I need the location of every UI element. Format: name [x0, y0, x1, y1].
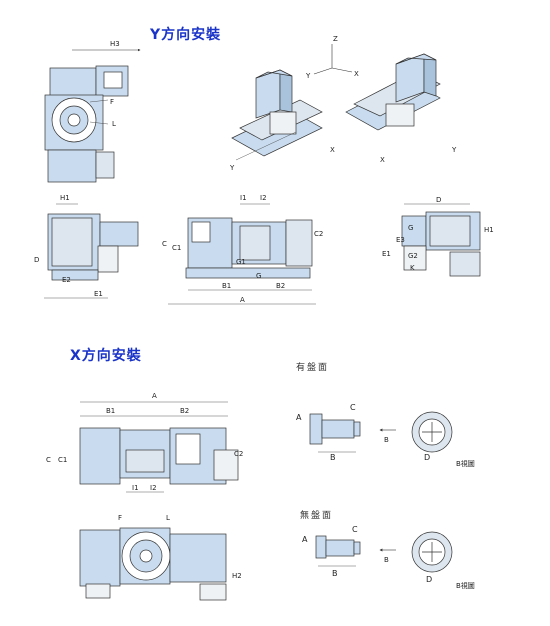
label-g-2: G — [408, 224, 413, 232]
label-f-1: F — [110, 98, 114, 106]
label-e3: E3 — [396, 236, 405, 244]
label-d-3: D — [424, 453, 430, 462]
label-d-1: D — [34, 256, 39, 264]
label-f-2: F — [118, 514, 122, 522]
label-g2: G2 — [408, 252, 418, 260]
without-faceplate-shaft — [315, 535, 361, 559]
label-a-1: A — [240, 296, 245, 304]
axis-z: Z — [333, 35, 338, 43]
label-b1-1: B1 — [222, 282, 231, 290]
without-faceplate-caption: 無盤面 — [300, 511, 334, 521]
x-lower-view — [79, 527, 227, 601]
label-c2-2: C2 — [234, 450, 243, 458]
label-a-4: A — [302, 535, 308, 544]
label-d-4: D — [426, 575, 432, 584]
arrow-label-b-1: B — [384, 436, 389, 444]
label-b-2: B — [332, 569, 338, 578]
label-l-1: L — [112, 120, 116, 128]
label-c1-2: C1 — [58, 456, 67, 464]
label-e1-2: E1 — [382, 250, 391, 258]
label-a-2: A — [152, 392, 157, 400]
axis-x-right: X — [380, 156, 385, 164]
label-k-1: K — [410, 264, 415, 272]
axis-x-triad: X — [354, 70, 359, 78]
label-b-1: B — [330, 453, 336, 462]
label-h2: H2 — [232, 572, 242, 580]
label-i1-1: I1 — [240, 194, 247, 202]
with-faceplate-shaft — [309, 413, 361, 445]
label-c-3: C — [350, 403, 356, 412]
x-mount-title: X方向安裝 — [70, 348, 142, 364]
label-g1-1: G1 — [236, 258, 246, 266]
y-side-view — [47, 213, 139, 281]
x-front-view — [79, 427, 239, 485]
axis-y-left: Y — [229, 164, 235, 172]
label-g-1: G — [256, 272, 261, 280]
y-front-dimension-view — [185, 217, 313, 279]
with-faceplate-caption: 有盤面 — [296, 363, 330, 373]
isometric-left-machine — [231, 69, 323, 157]
label-h1-2: H1 — [484, 226, 494, 234]
label-b1-2: B1 — [106, 407, 115, 415]
axis-triad — [313, 44, 353, 75]
y-mount-title: Y方向安裝 — [150, 27, 222, 43]
y-right-side-view — [401, 211, 481, 277]
label-c1-1: C1 — [172, 244, 181, 252]
label-b2-1: B2 — [276, 282, 285, 290]
b-view-2 — [411, 531, 453, 573]
label-b2-2: B2 — [180, 407, 189, 415]
axis-y-right: Y — [451, 146, 457, 154]
y-front-view — [44, 65, 129, 183]
label-e1-1: E1 — [94, 290, 103, 298]
label-h3: H3 — [110, 40, 120, 48]
label-c-4: C — [352, 525, 358, 534]
label-c-2: C — [46, 456, 51, 464]
arrow-label-b-2: B — [384, 556, 389, 564]
label-i1-2: I1 — [132, 484, 139, 492]
label-l-2: L — [166, 514, 170, 522]
isometric-right-machine — [345, 53, 441, 131]
label-c-1: C — [162, 240, 167, 248]
b-view-caption-1: B視圖 — [456, 459, 475, 468]
label-d-2: D — [436, 196, 441, 204]
label-i2-1: I2 — [260, 194, 267, 202]
axis-y-triad: Y — [305, 72, 311, 80]
label-a-3: A — [296, 413, 302, 422]
label-i2-2: I2 — [150, 484, 157, 492]
label-c2-1: C2 — [314, 230, 323, 238]
b-view-1 — [411, 411, 453, 453]
label-e2-1: E2 — [62, 276, 71, 284]
label-h1-1: H1 — [60, 194, 70, 202]
b-view-caption-2: B視圖 — [456, 581, 475, 590]
axis-x-left: X — [330, 146, 335, 154]
